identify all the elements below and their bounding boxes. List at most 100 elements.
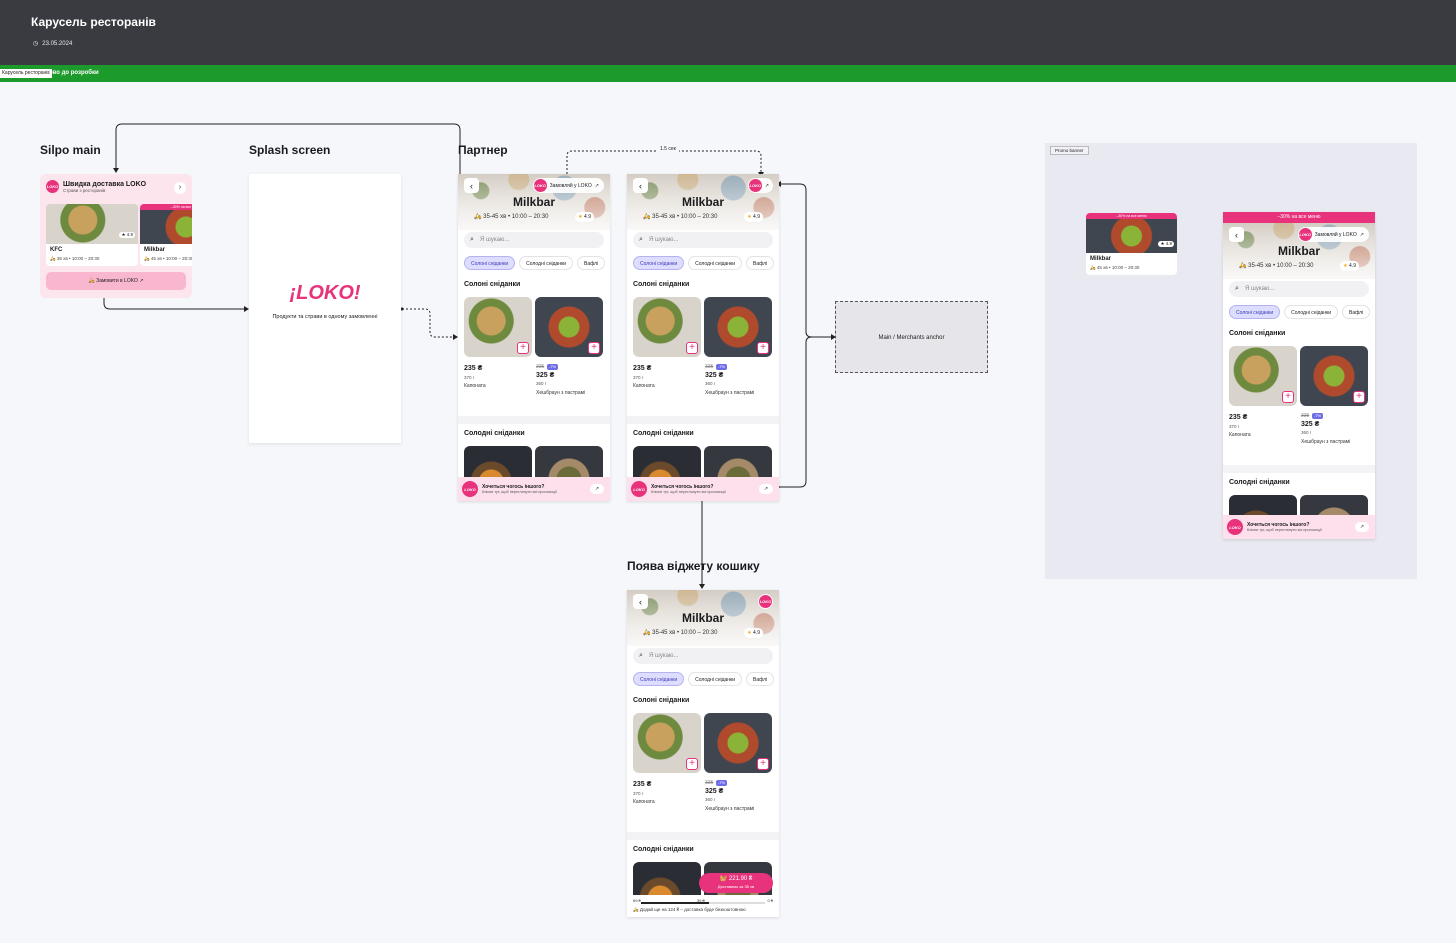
add-to-cart-button[interactable]: + bbox=[686, 758, 698, 770]
add-to-cart-button[interactable]: + bbox=[1282, 391, 1294, 403]
cart-button[interactable]: 🧺 221.90 ₴ Доставимо за 35 хв bbox=[699, 873, 773, 893]
add-to-cart-button[interactable]: + bbox=[757, 342, 769, 354]
star-icon: ★ bbox=[747, 214, 751, 220]
order-in-loko-pill[interactable]: LOKO Замовляй у LOKO ↗ bbox=[1298, 227, 1369, 242]
promo-banner[interactable]: LOKO Хочеться чогось іншого?Клікни тут, … bbox=[458, 477, 610, 501]
dish-name: Капоната bbox=[464, 383, 486, 389]
category-heading: Солодні сніданки bbox=[633, 846, 694, 853]
promo-subtitle: Клікни тут, щоб переглянути всі пропозиц… bbox=[482, 490, 557, 494]
dish-weight: 360 г bbox=[536, 381, 546, 386]
dish-name: Капоната bbox=[633, 383, 655, 389]
back-button[interactable]: ‹ bbox=[1229, 227, 1244, 242]
section-divider bbox=[1223, 465, 1375, 473]
loko-carousel-widget[interactable]: LOKO Швидка доставка LOKO Страви з ресто… bbox=[40, 174, 192, 298]
merchant-card-kfc[interactable]: ★ 4.9 KFC 🛵 35 хв • 10:00 – 20:30 bbox=[46, 204, 138, 266]
merchants-anchor-frame: Main / Merchants anchor bbox=[835, 301, 988, 373]
merchant-meta: 🛵 45 хв • 10:00 – 20:30 bbox=[1090, 265, 1139, 271]
tab-sweet-breakfast[interactable]: Солодні сніданки bbox=[688, 672, 742, 686]
order-in-loko-pill[interactable]: LOKO Замовляй у LOKO ↗ bbox=[533, 178, 604, 193]
order-in-loko-pill-collapsed[interactable]: LOKO bbox=[758, 594, 773, 609]
restaurant-meta: 🛵 35-45 хв • 10:00 – 20:30 bbox=[643, 629, 717, 636]
partner-screen-initial: ‹ LOKO Замовляй у LOKO ↗ Milkbar 🛵 35-45… bbox=[458, 174, 610, 501]
order-in-loko-button[interactable]: 🛵 Замовити в LOKO ↗ bbox=[46, 272, 186, 290]
loko-logo-icon: LOKO bbox=[1299, 228, 1312, 241]
dish-old-price: 335 bbox=[705, 780, 713, 786]
tab-waffles[interactable]: Вафлі bbox=[1342, 305, 1370, 319]
tab-salty-breakfast[interactable]: Солоні сніданки bbox=[633, 256, 684, 270]
dish-price: 235 ₴ bbox=[633, 365, 651, 372]
restaurant-meta: 🛵 35-45 хв • 10:00 – 20:30 bbox=[474, 213, 548, 220]
dish-name: Хешбраун з пастрамі bbox=[536, 390, 585, 396]
back-button[interactable]: ‹ bbox=[464, 178, 479, 193]
dish-image[interactable]: + bbox=[633, 297, 701, 357]
restaurant-name: Milkbar bbox=[627, 611, 779, 625]
promo-subtitle: Клікни тут, щоб переглянути всі пропозиц… bbox=[1247, 528, 1322, 532]
search-input[interactable]: ⌕Я шукаю... bbox=[633, 648, 773, 664]
merchant-card-milkbar-promo[interactable]: –30% на все меню ★ 4.9 Milkbar 🛵 45 хв •… bbox=[1086, 213, 1177, 275]
widget-title: Швидка доставка LOKO bbox=[63, 181, 146, 188]
loko-logo: ¡LOKO! bbox=[249, 282, 401, 305]
search-input[interactable]: ⌕Я шукаю... bbox=[633, 232, 773, 248]
external-link-icon: ↗ bbox=[1360, 232, 1364, 238]
widget-header: LOKO Швидка доставка LOKO Страви з ресто… bbox=[46, 180, 146, 193]
search-input[interactable]: ⌕Я шукаю... bbox=[1229, 281, 1369, 297]
external-link-icon[interactable]: ↗ bbox=[1355, 522, 1369, 532]
dish-name: Хешбраун з пастрамі bbox=[705, 390, 754, 396]
basket-icon: 🧺 bbox=[720, 876, 727, 882]
dish-price: 325 ₴ bbox=[536, 372, 554, 379]
tab-waffles[interactable]: Вафлі bbox=[746, 672, 774, 686]
section-divider bbox=[458, 416, 610, 424]
tab-salty-breakfast[interactable]: Солоні сніданки bbox=[633, 672, 684, 686]
add-to-cart-button[interactable]: + bbox=[588, 342, 600, 354]
section-title-splash: Splash screen bbox=[249, 143, 330, 157]
discount-badge: -7% bbox=[1312, 413, 1323, 419]
promo-subtitle: Клікни тут, щоб переглянути всі пропозиц… bbox=[651, 490, 726, 494]
splash-subtitle: Продукти та страви в одному замовленні bbox=[249, 314, 401, 320]
add-to-cart-button[interactable]: + bbox=[517, 342, 529, 354]
dish-image[interactable]: + bbox=[1229, 346, 1297, 406]
rating-badge: ★ 4.9 bbox=[1340, 261, 1359, 271]
promo-banner[interactable]: LOKO Хочеться чогось іншого?Клікни тут, … bbox=[1223, 515, 1375, 539]
search-icon: ⌕ bbox=[470, 232, 474, 248]
external-link-icon[interactable]: ↗ bbox=[590, 484, 604, 494]
rating-badge: ★ 4.9 bbox=[744, 628, 763, 638]
dish-name: Хешбраун з пастрамі bbox=[705, 806, 754, 812]
dish-image[interactable]: + bbox=[464, 297, 532, 357]
search-input[interactable]: ⌕Я шукаю... bbox=[464, 232, 604, 248]
external-link-icon[interactable]: ↗ bbox=[759, 484, 773, 494]
chevron-right-icon[interactable]: › bbox=[174, 182, 186, 194]
tab-sweet-breakfast[interactable]: Солодні сніданки bbox=[1284, 305, 1338, 319]
add-to-cart-button[interactable]: + bbox=[1353, 391, 1365, 403]
order-in-loko-pill-collapsed[interactable]: LOKO ↗ bbox=[748, 178, 773, 193]
section-label[interactable]: Promo banner bbox=[1050, 146, 1089, 155]
tab-sweet-breakfast[interactable]: Солодні сніданки bbox=[519, 256, 573, 270]
order-pill-label: Замовляй у LOKO bbox=[550, 183, 592, 189]
tab-salty-breakfast[interactable]: Солоні сніданки bbox=[1229, 305, 1280, 319]
add-to-cart-button[interactable]: + bbox=[757, 758, 769, 770]
tab-sweet-breakfast[interactable]: Солодні сніданки bbox=[688, 256, 742, 270]
back-button[interactable]: ‹ bbox=[633, 594, 648, 609]
merchant-name: KFC bbox=[50, 247, 62, 253]
add-to-cart-button[interactable]: + bbox=[686, 342, 698, 354]
dish-name: Хешбраун з пастрамі bbox=[1301, 439, 1350, 445]
promo-banner[interactable]: LOKO Хочеться чогось іншого?Клікни тут, … bbox=[627, 477, 779, 501]
dish-image[interactable]: + bbox=[633, 713, 701, 773]
discount-badge: -7% bbox=[716, 780, 727, 786]
dish-image[interactable]: + bbox=[704, 713, 772, 773]
restaurant-name: Milkbar bbox=[627, 195, 779, 209]
dish-image[interactable]: + bbox=[1300, 346, 1368, 406]
dish-image[interactable]: + bbox=[704, 297, 772, 357]
dish-image[interactable]: + bbox=[535, 297, 603, 357]
tab-salty-breakfast[interactable]: Солоні сніданки bbox=[464, 256, 515, 270]
dish-weight: 360 г bbox=[705, 797, 715, 802]
widget-subtitle: Страви з ресторанів bbox=[63, 188, 146, 193]
category-heading: Солоні сніданки bbox=[633, 697, 689, 704]
tab-waffles[interactable]: Вафлі bbox=[577, 256, 605, 270]
partner-screen-collapsed: ‹ LOKO ↗ Milkbar 🛵 35-45 хв • 10:00 – 20… bbox=[627, 174, 779, 501]
back-button[interactable]: ‹ bbox=[633, 178, 648, 193]
star-icon: ★ bbox=[1343, 263, 1347, 269]
tab-waffles[interactable]: Вафлі bbox=[746, 256, 774, 270]
search-icon: ⌕ bbox=[1235, 281, 1239, 297]
restaurant-meta: 🛵 35-45 хв • 10:00 – 20:30 bbox=[1239, 262, 1313, 269]
rating-badge: ★ 4.9 bbox=[744, 212, 763, 222]
